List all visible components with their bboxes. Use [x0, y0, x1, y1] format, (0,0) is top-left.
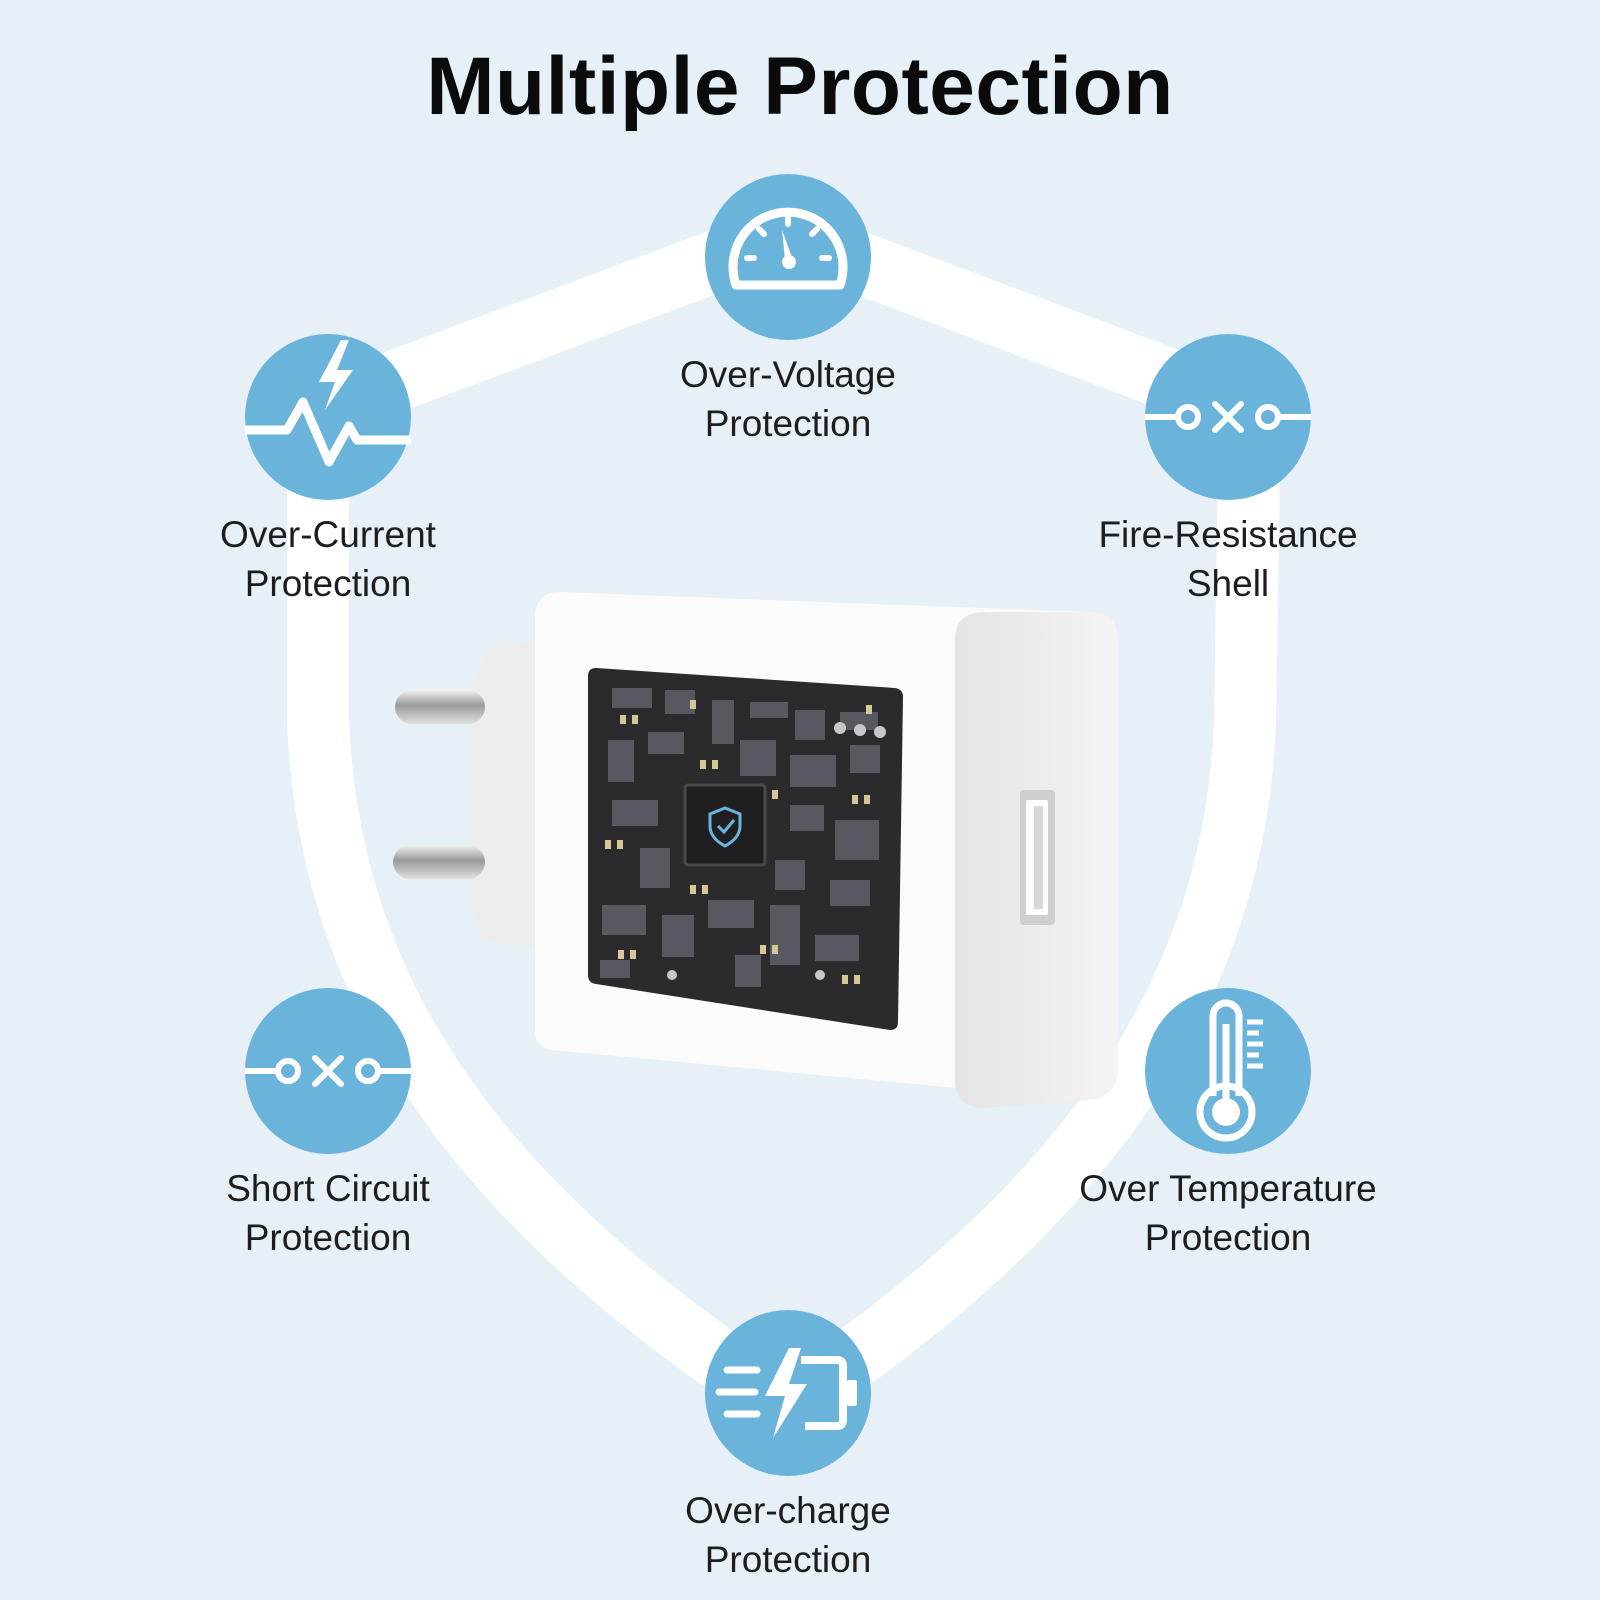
battery-charge-icon: [715, 1348, 857, 1438]
shield-check-icon: [708, 806, 742, 848]
feature-over-voltage: Over-Voltage Protection: [578, 174, 998, 448]
feature-label: Over Temperature Protection: [1079, 1168, 1377, 1258]
speedometer-icon: [728, 207, 848, 290]
feature-circle: [1145, 334, 1311, 500]
feature-label: Over-Current Protection: [220, 514, 436, 604]
feature-over-current: Over-Current Protection: [118, 334, 538, 608]
feature-circle: [705, 174, 871, 340]
page-title: Multiple Protection: [426, 41, 1174, 132]
thermometer-icon: [1196, 999, 1263, 1142]
circuit-board: [588, 668, 903, 1030]
usb-wall-charger-icon: [393, 592, 1118, 1108]
feature-circle: [1145, 988, 1311, 1154]
feature-circle: [245, 334, 411, 500]
feature-label: Over-charge Protection: [685, 1490, 891, 1580]
feature-fire-resistance: Fire-Resistance Shell: [1018, 334, 1438, 608]
feature-circle: [705, 1310, 871, 1476]
feature-label: Over-Voltage Protection: [680, 354, 896, 444]
feature-label: Short Circuit Protection: [226, 1168, 430, 1258]
circuit-break-icon: [1145, 401, 1311, 433]
feature-label: Fire-Resistance Shell: [1098, 514, 1358, 604]
feature-over-charge: Over-charge Protection: [578, 1310, 998, 1584]
lightning-pulse-icon: [245, 340, 411, 467]
feature-circle: [245, 988, 411, 1154]
feature-over-temperature: Over Temperature Protection: [1018, 988, 1438, 1262]
feature-short-circuit: Short Circuit Protection: [118, 988, 538, 1262]
circuit-break-icon: [245, 1055, 411, 1087]
